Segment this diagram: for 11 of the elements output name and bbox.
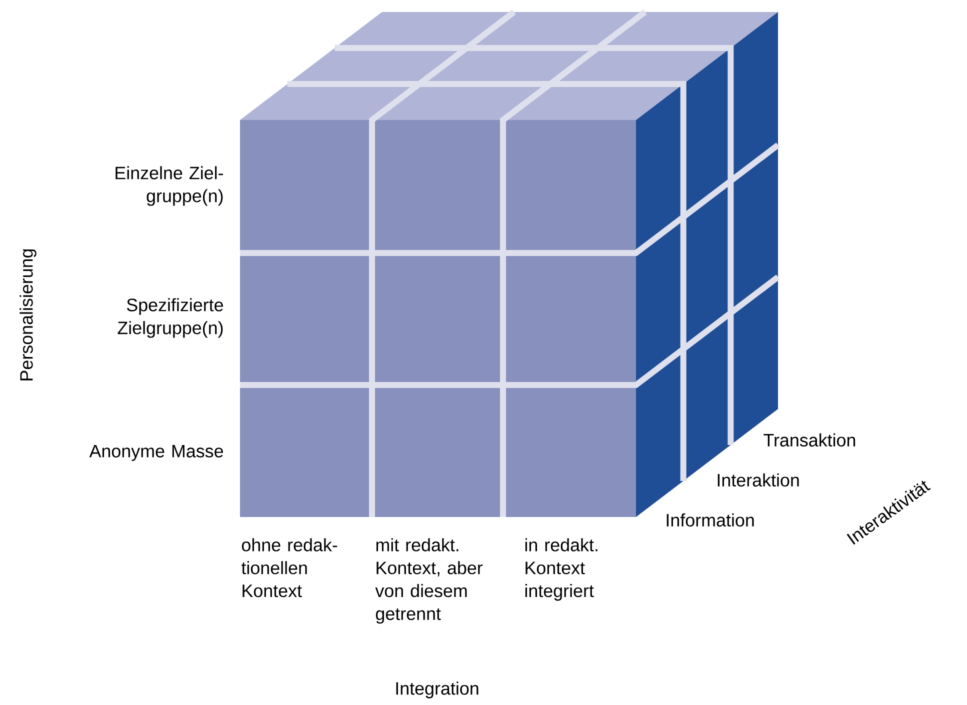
depth-label: Interaktion (718, 473, 799, 487)
axis-label: Integration (396, 682, 478, 698)
column-label: mit redakt. Kontext, aber von diesem getrennt (375, 538, 483, 624)
column-label: ohne redak-tionellen Kontext (241, 538, 338, 598)
row-label: Einzelne Ziel-gruppe(n) (116, 166, 223, 206)
column-label: in redakt. Kontext integriert (525, 538, 598, 601)
row-label: Spezifizierte Zielgruppe(n) (118, 298, 223, 338)
row-label: Anonyme Masse (89, 444, 223, 462)
depth-label: Information (666, 513, 754, 527)
depth-label: Transaktion (764, 433, 856, 447)
axis-label: Personalisierung (20, 249, 36, 380)
